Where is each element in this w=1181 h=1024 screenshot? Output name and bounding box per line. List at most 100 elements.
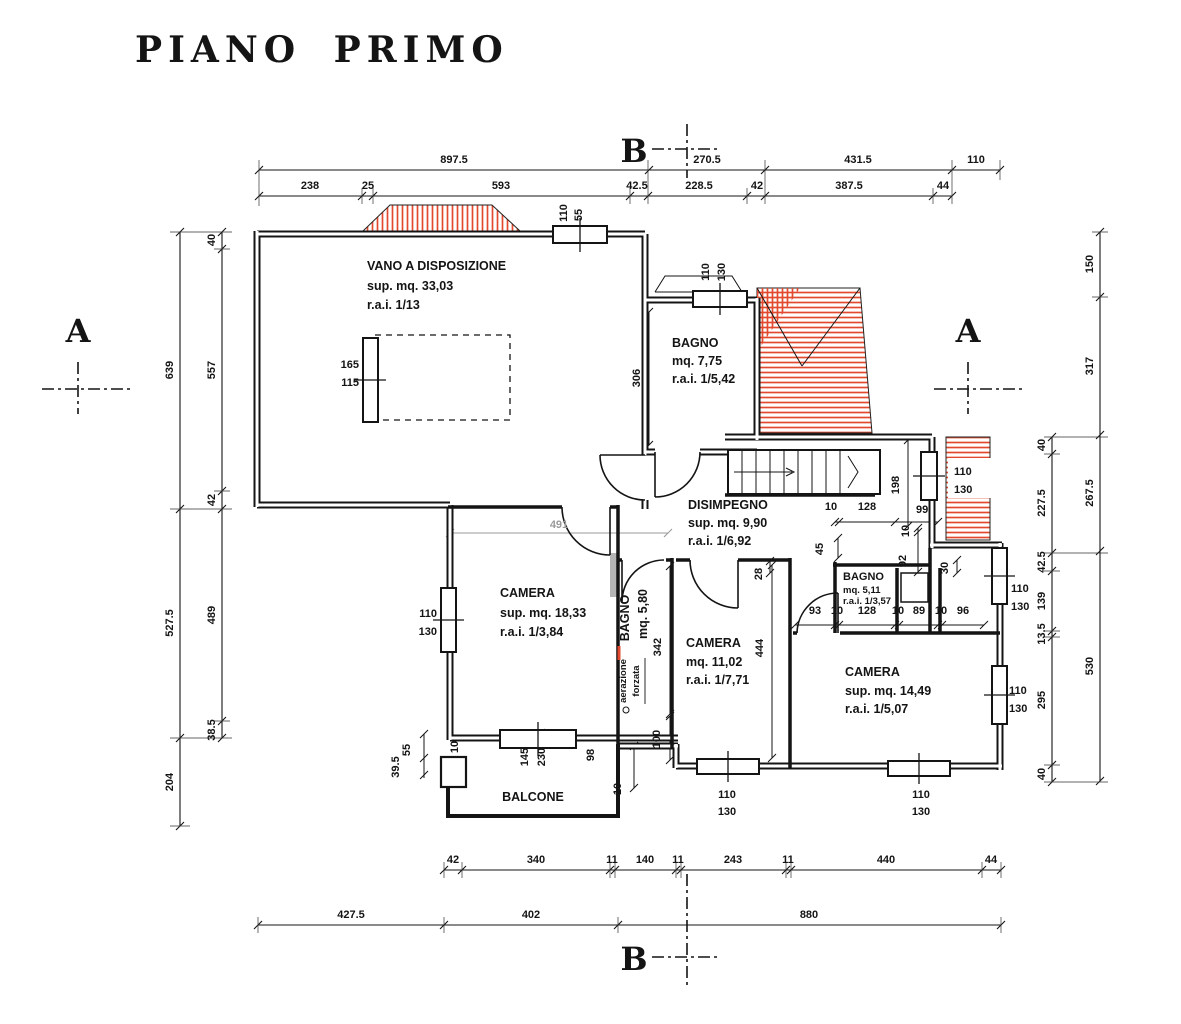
dim-cs-3: 10	[892, 605, 904, 617]
balcony-parapet	[439, 744, 620, 818]
dim-444: 444	[754, 638, 766, 657]
roof-ridge-lines	[756, 287, 861, 367]
wlbl-cs-130: 130	[912, 806, 930, 818]
dim-left-outer-1: 527.5	[164, 609, 176, 637]
dim-342: 342	[652, 638, 664, 656]
dim-39: 39.5	[390, 756, 402, 777]
dim-right-outer-2: 267.5	[1084, 479, 1096, 507]
wlbl-cg-130: 130	[419, 626, 437, 638]
dim-10c: 10	[449, 741, 461, 753]
wlbl-vano-165: 165	[341, 359, 359, 371]
wlbl-cg-110: 110	[419, 608, 437, 620]
bagno-cieco-note2: forzata	[631, 665, 642, 697]
balcone-name: BALCONE	[502, 790, 564, 804]
dim-cs-5: 10	[935, 605, 947, 617]
wlbl-vano-115: 115	[341, 377, 359, 389]
dim-right-inner-3: 139	[1036, 592, 1048, 610]
wlbl-cm-110: 110	[718, 789, 736, 801]
dim-10d: 10	[612, 783, 624, 795]
wlbl-vano-top-55: 55	[573, 209, 585, 221]
dim-cs-6: 96	[957, 605, 969, 617]
dim-left-inner-0: 40	[206, 234, 218, 246]
dimension-labels: 897.5 270.5 431.5 110 238 25 593 42.5 22…	[164, 154, 1096, 921]
dim-cs-4: 89	[913, 605, 925, 617]
camera-grande-area: sup. mq. 18,33	[500, 606, 586, 620]
door-vano	[599, 454, 646, 501]
wlbl-rup-130: 130	[1011, 601, 1029, 613]
dim-bottom-outer-1: 402	[522, 909, 540, 921]
wlbl-rlow-110: 110	[1009, 685, 1027, 697]
ghost-wall	[610, 553, 618, 597]
wlbl-stair-130: 130	[954, 484, 972, 496]
right-roof-label-bg	[948, 458, 994, 498]
disimpegno-name: DISIMPEGNO	[688, 498, 768, 512]
dim-top-inner-4: 228.5	[685, 180, 713, 192]
disimpegno-area: sup. mq. 9,90	[688, 516, 767, 530]
bagno-piccolo-area: mq. 5,11	[843, 585, 881, 596]
vano-area: sup. mq. 33,03	[367, 279, 453, 293]
plan-title: PIANO PRIMO	[135, 29, 509, 71]
dim-cs-0: 93	[809, 605, 821, 617]
dim-cs-2: 128	[858, 605, 876, 617]
dim-right-inner-1: 227.5	[1036, 489, 1048, 517]
dim-left-outer-0: 639	[164, 361, 176, 379]
bagno-grande-name: BAGNO	[672, 336, 719, 350]
vano-dashed-area	[374, 334, 511, 421]
camera-media-area: mq. 11,02	[686, 655, 742, 669]
bagno-piccolo-name: BAGNO	[843, 571, 884, 583]
dim-right-inner-6: 40	[1036, 768, 1048, 780]
dim-top-outer-2: 431.5	[844, 154, 872, 166]
dim-100: 100	[651, 730, 663, 748]
room-labels: VANO A DISPOSIZIONE sup. mq. 33,03 r.a.i…	[367, 259, 931, 804]
dim-bottom-inner-0: 42	[447, 854, 459, 866]
dim-55b: 55	[401, 744, 413, 756]
bagno-grande-area: mq. 7,75	[672, 354, 722, 368]
dim-left-inner-3: 489	[206, 606, 218, 624]
dim-right-inner-0: 40	[1036, 439, 1048, 451]
dim-10a: 10	[825, 501, 837, 513]
dim-left-inner-4: 38.5	[206, 719, 218, 740]
camera-media-name: CAMERA	[686, 636, 741, 650]
dim-top-inner-2: 593	[492, 180, 510, 192]
dim-bottom-inner-2: 11	[606, 854, 618, 866]
bagno-piccolo-rai: r.a.i. 1/3,57	[843, 596, 891, 607]
bagno-grande-rai: r.a.i. 1/5,42	[672, 372, 735, 386]
section-markers: B B A A	[42, 124, 1026, 986]
dim-right-inner-5: 295	[1036, 691, 1048, 709]
dim-top-inner-5: 42	[751, 180, 763, 192]
dim-92: 92	[897, 555, 909, 567]
dim-45: 45	[814, 543, 826, 555]
balcony-pillar	[439, 755, 468, 789]
camera-grande-name: CAMERA	[500, 586, 555, 600]
dim-top-outer-1: 270.5	[693, 154, 721, 166]
dim-491: 491	[550, 519, 568, 531]
section-a-right: A	[955, 312, 982, 350]
windows	[355, 218, 1015, 784]
wlbl-bagno-top-130: 130	[716, 263, 728, 281]
dim-right-outer-0: 150	[1084, 255, 1096, 273]
dim-cs-1: 10	[831, 605, 843, 617]
dim-top-inner-0: 238	[301, 180, 319, 192]
dimension-extensions	[170, 160, 1108, 933]
dim-bottom-inner-8: 44	[985, 854, 998, 866]
dim-bottom-outer-0: 427.5	[337, 909, 365, 921]
dim-bottom-inner-1: 340	[527, 854, 545, 866]
dim-right-outer-1: 317	[1084, 357, 1096, 375]
wlbl-rlow-130: 130	[1009, 703, 1027, 715]
section-b-top: B	[620, 132, 647, 170]
wlbl-cm-130: 130	[718, 806, 736, 818]
dim-top-inner-3: 42.5	[626, 180, 647, 192]
dim-99: 99	[916, 504, 928, 516]
dim-bottom-outer-2: 880	[800, 909, 818, 921]
dim-198: 198	[890, 476, 902, 494]
dim-right-inner-4: 13.5	[1036, 623, 1048, 644]
disimpegno-rai: r.a.i. 1/6,92	[688, 534, 751, 548]
entrance-steps	[654, 275, 743, 293]
dim-door-230: 230	[536, 748, 548, 766]
wlbl-stair-110: 110	[954, 466, 972, 478]
bagno-cieco-name: BAGNO	[618, 594, 632, 641]
dim-bottom-inner-6: 11	[782, 854, 794, 866]
stairs	[727, 449, 881, 495]
door-camera-media	[689, 559, 739, 609]
